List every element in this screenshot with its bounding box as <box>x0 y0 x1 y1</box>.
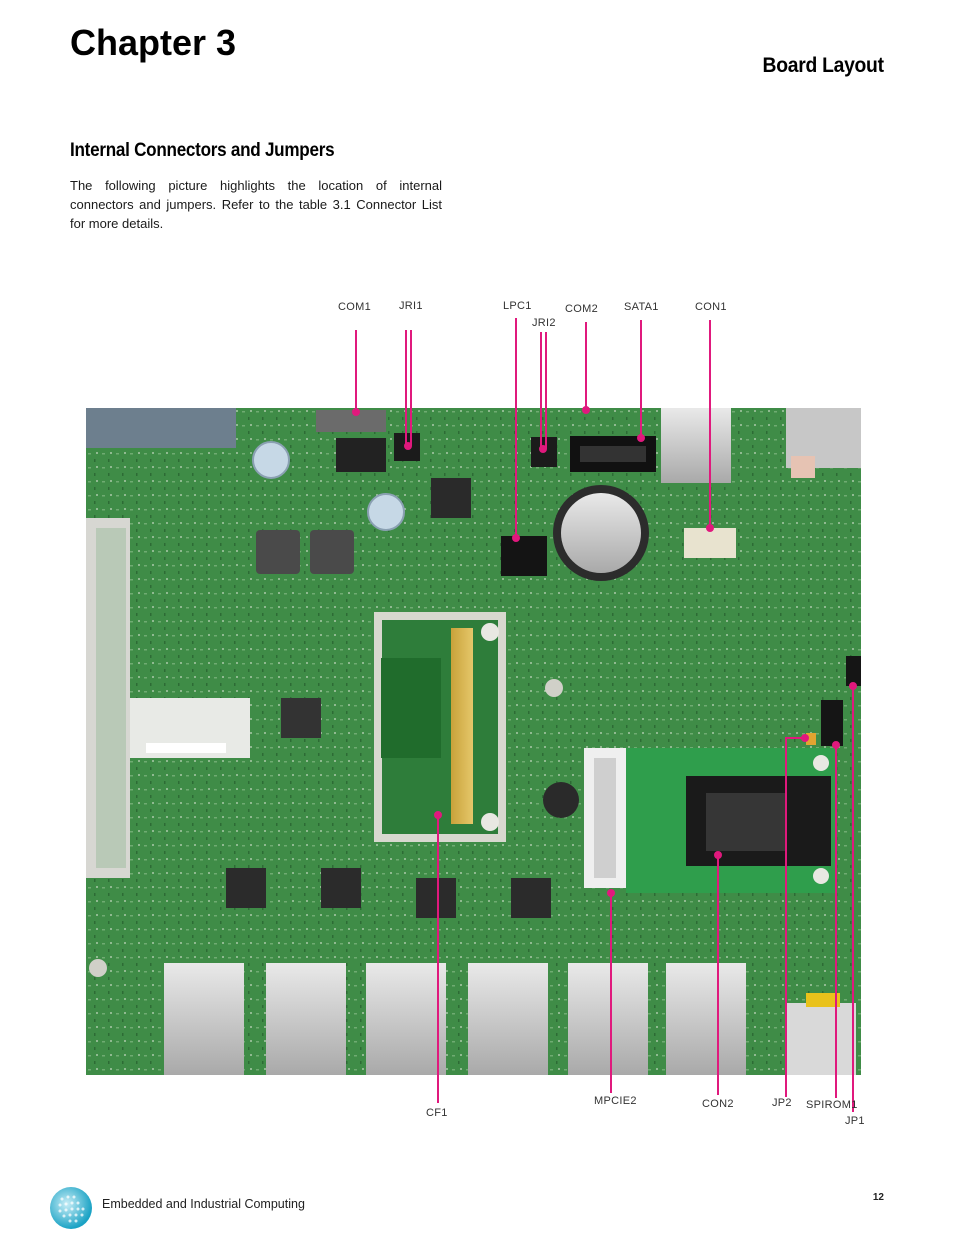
lan-ports <box>164 963 856 1075</box>
label-com2: COM2 <box>565 303 598 315</box>
chapter-title: Chapter 3 <box>70 22 237 63</box>
label-jp1: JP1 <box>845 1115 865 1127</box>
label-jp2: JP2 <box>772 1097 792 1109</box>
label-con1: CON1 <box>695 301 727 313</box>
section-title-board-layout: Board Layout <box>762 54 884 77</box>
label-jri2: JRI2 <box>532 317 556 329</box>
label-mpcie2: MPCIE2 <box>594 1095 637 1107</box>
motherboard-illustration <box>86 408 861 1075</box>
label-con2: CON2 <box>702 1098 734 1110</box>
page-number: 12 <box>872 1192 884 1203</box>
label-sata1: SATA1 <box>624 301 659 313</box>
label-jri1: JRI1 <box>399 300 423 312</box>
heading-internal-connectors: Internal Connectors and Jumpers <box>70 140 335 161</box>
label-lpc1: LPC1 <box>503 300 532 312</box>
label-spirom1: SPIROM1 <box>806 1099 858 1111</box>
motherboard-photo <box>86 408 861 1075</box>
company-logo-icon <box>50 1187 92 1229</box>
intro-paragraph: The following picture highlights the loc… <box>70 178 442 231</box>
footer-tagline: Embedded and Industrial Computing <box>102 1197 305 1211</box>
label-com1: COM1 <box>338 301 371 313</box>
label-cf1: CF1 <box>426 1107 448 1119</box>
